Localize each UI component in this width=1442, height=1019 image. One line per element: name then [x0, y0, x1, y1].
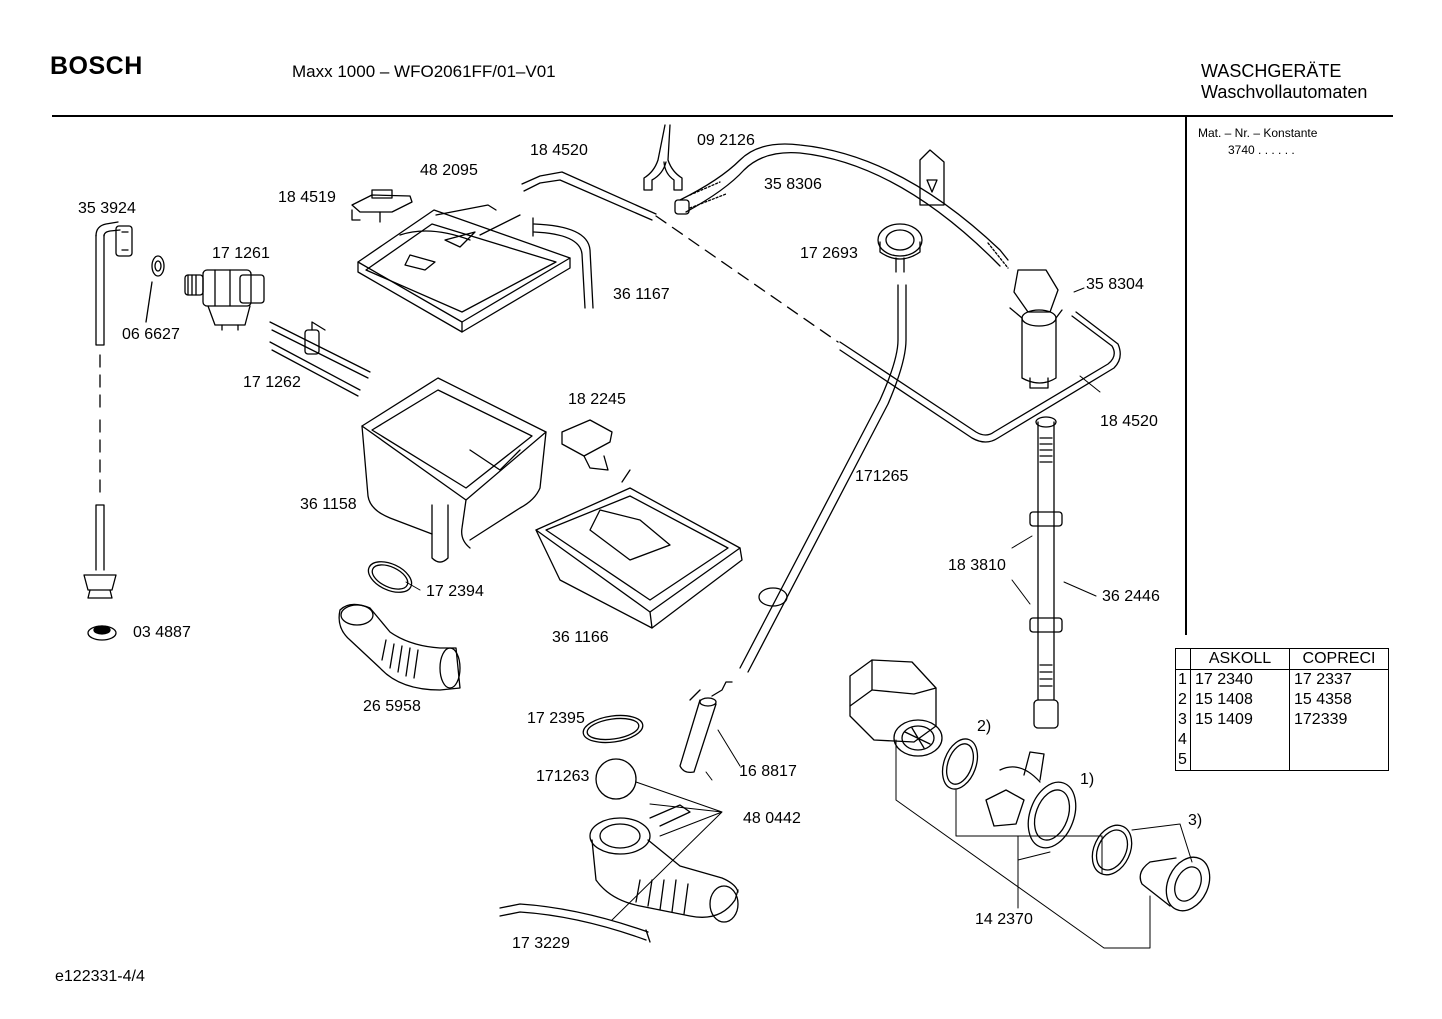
- table-cell: 5: [1175, 750, 1191, 771]
- table-cell: 15 4358: [1294, 691, 1352, 708]
- hose-173229: [499, 903, 651, 943]
- table-row: 4: [1175, 730, 1389, 750]
- table-cell: [1290, 750, 1389, 771]
- table-cell: 1: [1175, 669, 1191, 690]
- leader-lines: [405, 287, 1193, 949]
- category-title: WASCHGERÄTE: [1201, 61, 1342, 81]
- sump-480442: [589, 804, 739, 923]
- tube-184520-top: [521, 171, 839, 343]
- table-cell: 172339: [1294, 711, 1348, 728]
- table-cell: [1190, 730, 1290, 750]
- ball-171263: [595, 758, 637, 800]
- document-id: e122331-4/4: [55, 968, 145, 985]
- drawer-361158: [361, 377, 547, 563]
- hoses-171262: [269, 321, 371, 397]
- pump-ring-2: [941, 738, 979, 790]
- part-label: 18 4520: [530, 142, 588, 159]
- part-label: 18 3810: [948, 557, 1006, 574]
- pipe-elbow-353924: [83, 221, 165, 599]
- part-label: 48 2095: [420, 162, 478, 179]
- table-cell: 15 1409: [1190, 710, 1290, 730]
- part-label: 35 3924: [78, 200, 136, 217]
- table-header-cell: COPRECI: [1289, 648, 1389, 670]
- part-label: 171265: [855, 468, 909, 485]
- part-label: 36 2446: [1102, 588, 1160, 605]
- table-row: 5: [1175, 750, 1389, 771]
- part-label: 36 1158: [300, 496, 357, 513]
- part-label: 06 6627: [122, 326, 180, 343]
- part-label: 16 8817: [739, 763, 797, 780]
- table-cell: [1190, 750, 1290, 771]
- hose-361167: [532, 217, 594, 309]
- pump-motor: [849, 659, 943, 757]
- filter-358304: [1009, 269, 1063, 389]
- table-cell: [1290, 730, 1389, 750]
- hose-362446: [1029, 416, 1063, 729]
- tube-184520-right: [839, 311, 1121, 443]
- part-label: 17 1261: [212, 245, 270, 262]
- hose-358306: [674, 143, 1009, 269]
- valve-171261: [184, 269, 265, 331]
- table-cell: 3: [1175, 710, 1191, 730]
- brand-logo: BOSCH: [50, 52, 143, 80]
- mat-nr-label: Mat. – Nr. – Konstante: [1198, 126, 1318, 140]
- table-header-row: ASKOLL COPRECI: [1175, 648, 1389, 670]
- sidebar-divider: [1185, 117, 1187, 635]
- alternatives-table: ASKOLL COPRECI 1 17 2340 17 2337 2 15 14…: [1175, 648, 1389, 771]
- part-label: 3): [1188, 812, 1203, 829]
- table-header-cell: ASKOLL: [1190, 648, 1290, 670]
- part-label: 17 2693: [800, 245, 858, 262]
- table-row: 1 17 2340 17 2337: [1175, 669, 1389, 690]
- dispenser-cover-482095: [357, 204, 571, 333]
- wire-171265: [739, 284, 907, 673]
- table-cell: 2: [1175, 690, 1191, 710]
- bellows-265958: [338, 603, 461, 691]
- table-row: 2 15 1408 15 4358: [1175, 690, 1389, 710]
- part-label: 35 8306: [764, 176, 822, 193]
- header-divider: [52, 115, 1393, 117]
- part-label: 26 5958: [363, 698, 421, 715]
- part-label: 17 2395: [527, 710, 585, 727]
- part-label: 03 4887: [133, 624, 191, 641]
- pump-ring-3: [1091, 824, 1133, 876]
- rod-168817: [679, 681, 733, 774]
- drawer-361166: [535, 469, 743, 629]
- part-label: 171263: [536, 768, 590, 785]
- part-label: 17 3229: [512, 935, 570, 952]
- mat-nr-value: 3740 . . . . . .: [1228, 143, 1295, 157]
- part-label: 18 4520: [1100, 413, 1158, 430]
- handle-182245: [561, 419, 613, 471]
- ring-172395: [582, 714, 644, 744]
- part-label: 17 2394: [426, 583, 484, 600]
- part-label: 17 1262: [243, 374, 301, 391]
- grommet-034887: [87, 625, 117, 641]
- part-label: 35 8304: [1086, 276, 1144, 293]
- table-row: 3 15 1409 172339: [1175, 710, 1389, 730]
- part-label: 1): [1080, 771, 1095, 788]
- category-subtitle: Waschvollautomaten: [1201, 82, 1368, 102]
- part-label: 18 4519: [278, 189, 336, 206]
- table-header-cell: [1175, 648, 1191, 670]
- table-cell: 17 2340: [1190, 669, 1290, 690]
- table-cell: 4: [1175, 730, 1191, 750]
- pump-filter-3: [1139, 856, 1211, 912]
- model-title: Maxx 1000 – WFO2061FF/01–V01: [292, 62, 556, 81]
- part-label: 2): [977, 718, 992, 735]
- ring-172394: [367, 561, 413, 593]
- part-label: 48 0442: [743, 810, 801, 827]
- part-label: 18 2245: [568, 391, 626, 408]
- pressure-switch-172693: [877, 223, 923, 273]
- clip-184519: [351, 189, 413, 223]
- part-label: 14 2370: [975, 911, 1033, 928]
- part-label: 36 1166: [552, 629, 609, 646]
- part-label: 36 1167: [613, 286, 670, 303]
- bracket-plate: [919, 149, 945, 206]
- table-cell: 15 1408: [1190, 690, 1290, 710]
- part-label: 09 2126: [697, 132, 755, 149]
- fork-092126: [643, 124, 683, 191]
- pump-housing-1: [985, 751, 1077, 849]
- table-cell: 17 2337: [1294, 671, 1352, 688]
